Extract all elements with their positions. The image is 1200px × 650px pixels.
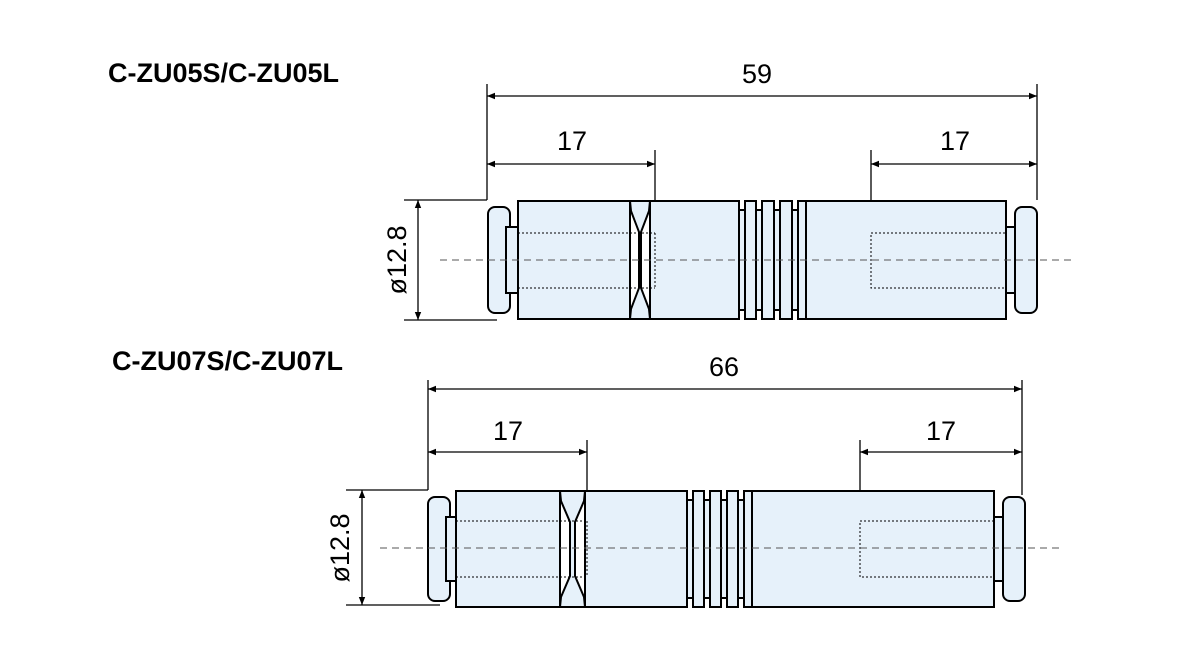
diameter-dimension: ø12.8 (382, 200, 422, 320)
left-depth-dimension: 17 (428, 416, 587, 456)
model-title: C-ZU07S/C-ZU07L (112, 346, 343, 376)
left-depth-dimension: 17 (487, 126, 655, 168)
fitting-drawing-zu07: C-ZU07S/C-ZU07L 66 17 17 ø12.8 (112, 346, 1060, 608)
overall-length-label: 66 (709, 352, 739, 382)
fitting-body (427, 490, 1026, 608)
left-depth-label: 17 (557, 126, 587, 156)
diameter-label: ø12.8 (382, 225, 412, 294)
left-depth-label: 17 (493, 416, 523, 446)
model-title: C-ZU05S/C-ZU05L (108, 58, 339, 88)
right-depth-label: 17 (940, 126, 970, 156)
right-depth-dimension: 17 (871, 126, 1037, 168)
overall-length-label: 59 (742, 59, 772, 89)
right-depth-label: 17 (926, 416, 956, 446)
overall-length-dimension: 59 (487, 59, 1037, 100)
diameter-label: ø12.8 (325, 513, 355, 582)
right-depth-dimension: 17 (860, 416, 1022, 456)
diameter-dimension: ø12.8 (325, 490, 366, 605)
fitting-drawing-zu05: C-ZU05S/C-ZU05L 59 17 17 ø12.8 (108, 58, 1075, 321)
overall-length-dimension: 66 (428, 352, 1022, 393)
fitting-body (487, 200, 1038, 320)
